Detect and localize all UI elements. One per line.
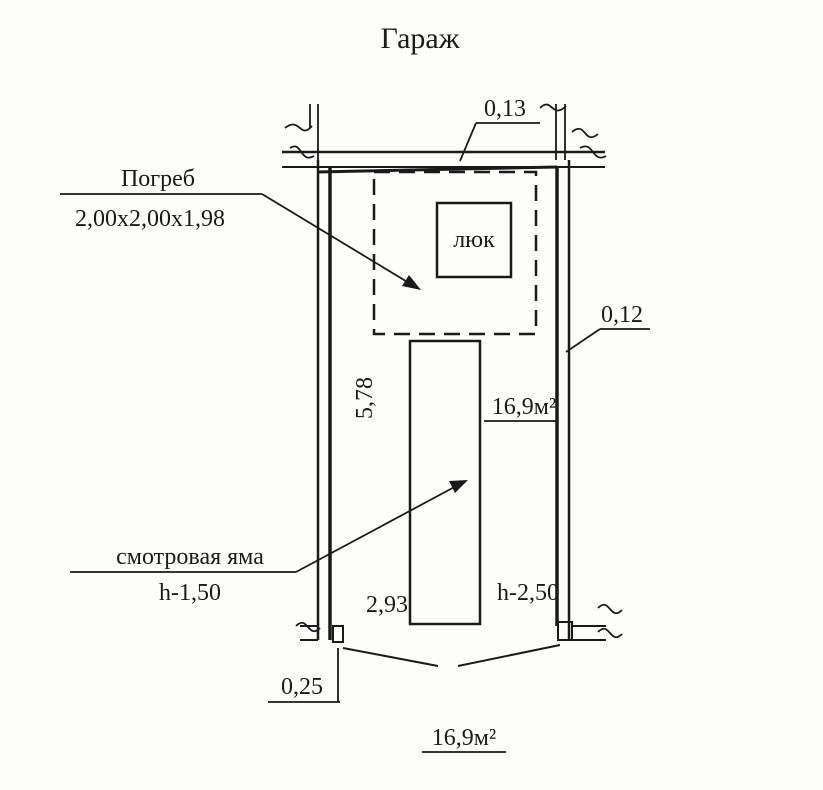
door-thickness-leader [268,648,340,703]
cellar-title-label: Погреб [121,166,195,192]
break-mark-bottom-left [295,622,321,641]
plan-title: Гараж [381,22,460,55]
side-wall-thickness-label: 0,12 [601,302,643,328]
break-mark-top-left [284,104,319,160]
side-wall-leader [565,328,650,353]
hatch-box [435,201,513,279]
top-wall [282,150,605,174]
pit-depth-label: h-1,50 [159,580,221,606]
cellar-dims-label: 2,00x2,00x1,98 [75,206,225,232]
left-wall [316,160,344,643]
break-mark-bottom-right [572,604,623,641]
width-label: 2,93 [366,592,408,618]
hatch-label: люк [453,227,495,253]
cellar-depth-label: h-2,50 [497,580,559,606]
area-total-label: 16,9м² [432,725,496,751]
pit-leader [70,480,468,573]
cellar-outline [372,170,538,336]
door-thickness-label: 0,25 [281,674,323,700]
pit-title-label: смотровая яма [116,544,264,570]
break-mark-top-right [539,103,607,160]
length-label: 5,78 [352,377,378,419]
right-wall [555,160,573,641]
gate-opening [342,644,561,667]
area-inner-label: 16,9м² [492,394,556,420]
cellar-leader [60,193,421,290]
top-wall-thickness-label: 0,13 [484,96,526,122]
top-wall-leader [459,122,540,162]
inspection-pit [408,339,482,626]
